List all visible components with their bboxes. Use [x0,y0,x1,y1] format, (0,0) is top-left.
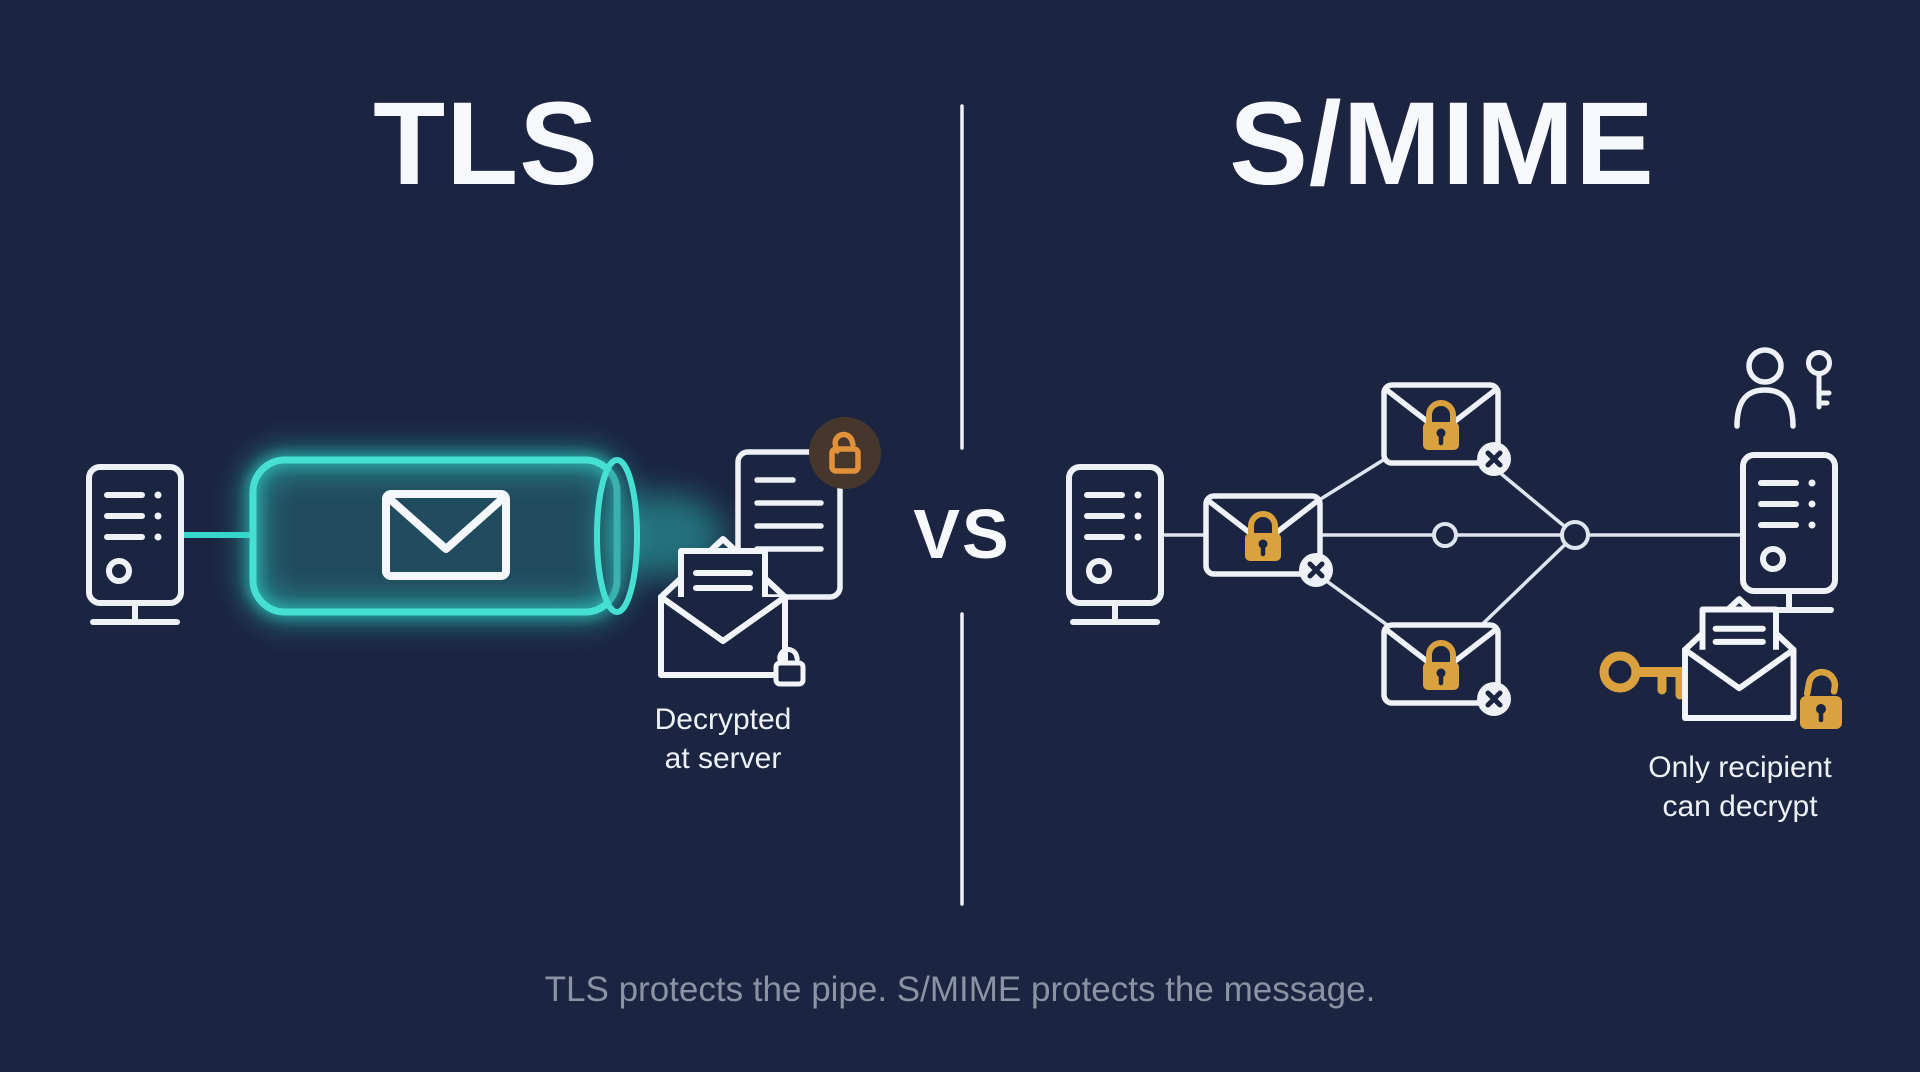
open-envelope-icon [1685,599,1794,718]
gold-unlocked-padlock-icon [1800,668,1842,729]
decrypted-label-line1: Decrypted [654,703,792,736]
open-envelope-icon [661,539,785,675]
network-node-icon [1432,522,1458,548]
encrypted-pipe [249,456,640,616]
network-node-icon [1560,520,1590,550]
envelope-icon [382,490,510,580]
recipient-label-line1: Only recipient [1648,751,1832,784]
decrypted-label-line2: at server [664,742,782,775]
smime-title: S/MIME [1229,78,1655,210]
person-icon [1734,347,1796,429]
gold-key-icon [1599,651,1699,700]
recipient-label-line2: can decrypt [1662,790,1818,823]
smime-diagram [1069,347,1842,729]
caption: TLS protects the pipe. S/MIME protects t… [544,970,1376,1009]
unlocked-badge-icon [809,417,881,489]
decrypted-at-server-label: Decrypted at server [655,700,792,778]
server-icon-recipient [1743,455,1835,610]
key-icon [1806,350,1832,410]
vs-label: VS [913,495,1011,573]
locked-envelope-icon [1206,496,1333,587]
locked-envelope-icon [1384,625,1511,716]
tls-diagram [89,417,881,687]
only-recipient-label: Only recipient can decrypt [1648,748,1831,826]
locked-envelope-icon [1384,385,1511,476]
server-icon-sender [89,467,181,622]
unlocked-padlock-icon [773,647,806,687]
server-icon-smime-sender [1069,467,1161,622]
tls-title: TLS [373,78,599,210]
